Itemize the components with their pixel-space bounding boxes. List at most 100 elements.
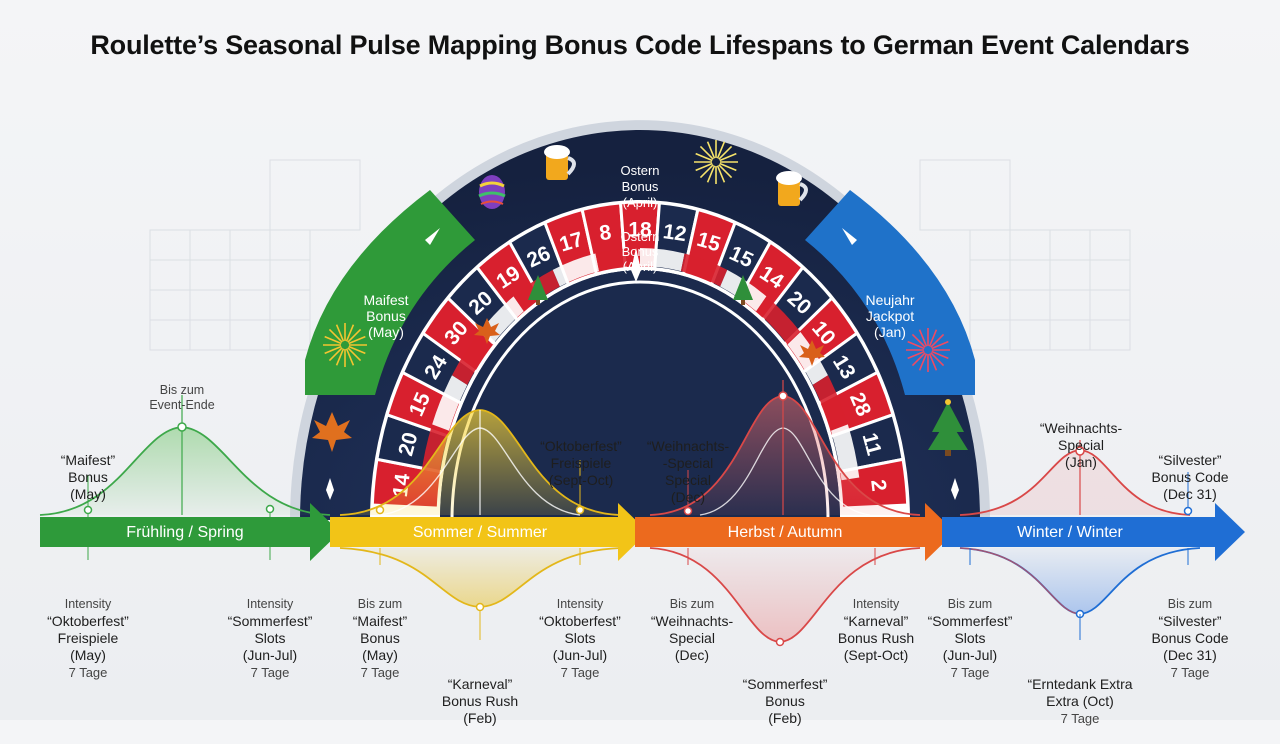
wheel-number: 8 (598, 221, 613, 245)
firework-ray (918, 329, 928, 347)
firework-ray (324, 345, 342, 355)
firework-ray (699, 145, 714, 160)
wheel-inner-pocket (640, 248, 685, 272)
firework-ray (930, 333, 945, 348)
firework-ray (719, 162, 737, 172)
wheel-inner-pocket (830, 424, 860, 481)
label-silvester-bonus-code-top: “Silvester”Bonus Code(Dec 31) (1151, 452, 1229, 502)
label-weihnachts-special-jan: “Weihnachts-Special(Jan) (1039, 420, 1123, 470)
firework-ray (931, 350, 949, 360)
pointer-icon (631, 248, 641, 282)
firework-ray (907, 340, 925, 350)
label-karneval-bonus-rush: “Karneval”Bonus Rush(Feb) (441, 676, 519, 726)
fireworks-icon (694, 140, 738, 184)
label-maifest-bonus: “Maifest”Bonus(May) (60, 452, 116, 502)
season-timeline (40, 503, 1245, 561)
fireworks-icon (906, 328, 950, 372)
wheel-inner-pocket (756, 296, 801, 345)
firework-ray (328, 328, 343, 343)
christmas-tree-icon (528, 275, 548, 305)
wheel-icons (312, 140, 968, 456)
firework-ray (911, 333, 926, 348)
firework-ray (347, 328, 362, 343)
leaf-marker-icon (425, 228, 440, 245)
label-below-8: Bis zum“Silvester”Bonus Code(Dec 31)7 Ta… (1151, 597, 1229, 680)
wheel-inner-pocket (787, 332, 828, 385)
christmas-tree-icon (733, 275, 753, 305)
label-below-5: Bis zum“Weihnachts-Special(Dec) (650, 597, 734, 663)
wheel-inner-pocket (680, 253, 728, 287)
beer-mug-icon (544, 145, 576, 180)
background-grid (149, 159, 1131, 351)
firework-ray (328, 347, 343, 362)
firework-ray (706, 141, 716, 159)
wheel-inner-pocket (432, 375, 468, 431)
maple-leaf-icon (312, 412, 352, 452)
maple-leaf-icon (799, 340, 825, 366)
label-below-2: Intensity“Sommerfest”Slots(Jun-Jul)7 Tag… (227, 597, 313, 680)
maifest-panel (305, 190, 475, 395)
firework-ray (907, 350, 925, 360)
christmas-tree-icon (928, 399, 968, 456)
label-below-7: Bis zum“Sommerfest”Slots(Jun-Jul)7 Tage (927, 597, 1013, 680)
season-label-spring: Frühling / Spring (126, 524, 244, 541)
firework-ray (335, 324, 345, 342)
firework-ray (928, 329, 938, 347)
firework-ray (716, 141, 726, 159)
label-below-3: Bis zum“Maifest”Bonus(May)7 Tage (352, 597, 408, 680)
label-sommerfest-bonus: “Sommerfest”Bonus(Feb) (742, 676, 828, 726)
intensity-curves (39, 380, 1201, 647)
firework-ray (348, 335, 366, 345)
firework-ray (695, 162, 713, 172)
wheel-inner-pocket (452, 332, 493, 385)
firework-ray (911, 352, 926, 367)
season-label-summer: Sommer / Summer (412, 524, 548, 541)
firework-ray (324, 335, 342, 345)
firework-ray (348, 345, 366, 355)
wheel-number: 18 (628, 219, 652, 242)
firework-ray (718, 164, 733, 179)
label-oktoberfest-freispiele: “Oktoberfest”Freispiele(Sept-Oct) (540, 438, 622, 488)
beer-mug-icon (776, 171, 808, 206)
fireworks-icon (323, 323, 367, 367)
maple-leaf-icon (474, 318, 500, 344)
firework-ray (918, 353, 928, 371)
season-arrow-summer (330, 503, 648, 561)
wheel-inner-pocket (812, 375, 848, 431)
pointer-icon (326, 478, 334, 500)
leaf-marker-icon (842, 228, 857, 245)
label-below-4: Intensity“Oktoberfest”Slots(Jun-Jul)7 Ta… (539, 597, 621, 680)
firework-ray (347, 347, 362, 362)
firework-ray (931, 340, 949, 350)
easter-egg-icon (478, 175, 506, 209)
firework-ray (928, 353, 938, 371)
page-title: Roulette’s Seasonal Pulse Mapping Bonus … (90, 30, 1190, 60)
wheel-inner-pocket (595, 248, 640, 272)
firework-ray (699, 164, 714, 179)
season-arrow-winter (942, 503, 1245, 561)
neujahr-panel (805, 190, 975, 395)
firework-ray (695, 152, 713, 162)
firework-ray (706, 165, 716, 183)
wheel-inner-pocket (552, 253, 600, 287)
firework-ray (335, 348, 345, 366)
firework-ray (716, 165, 726, 183)
season-label-winter: Winter / Winter (1017, 524, 1123, 541)
season-arrow-autumn (635, 503, 955, 561)
wheel-number: 2 (866, 478, 890, 492)
wheel-number: 12 (661, 220, 687, 246)
label-below-1: Intensity“Oktoberfest”Freispiele(May)7 T… (47, 597, 129, 680)
firework-ray (718, 145, 733, 160)
label-below-6: Intensity“Karneval”Bonus Rush(Sept-Oct) (837, 597, 915, 663)
pointer-icon (951, 478, 959, 500)
firework-ray (930, 352, 945, 367)
